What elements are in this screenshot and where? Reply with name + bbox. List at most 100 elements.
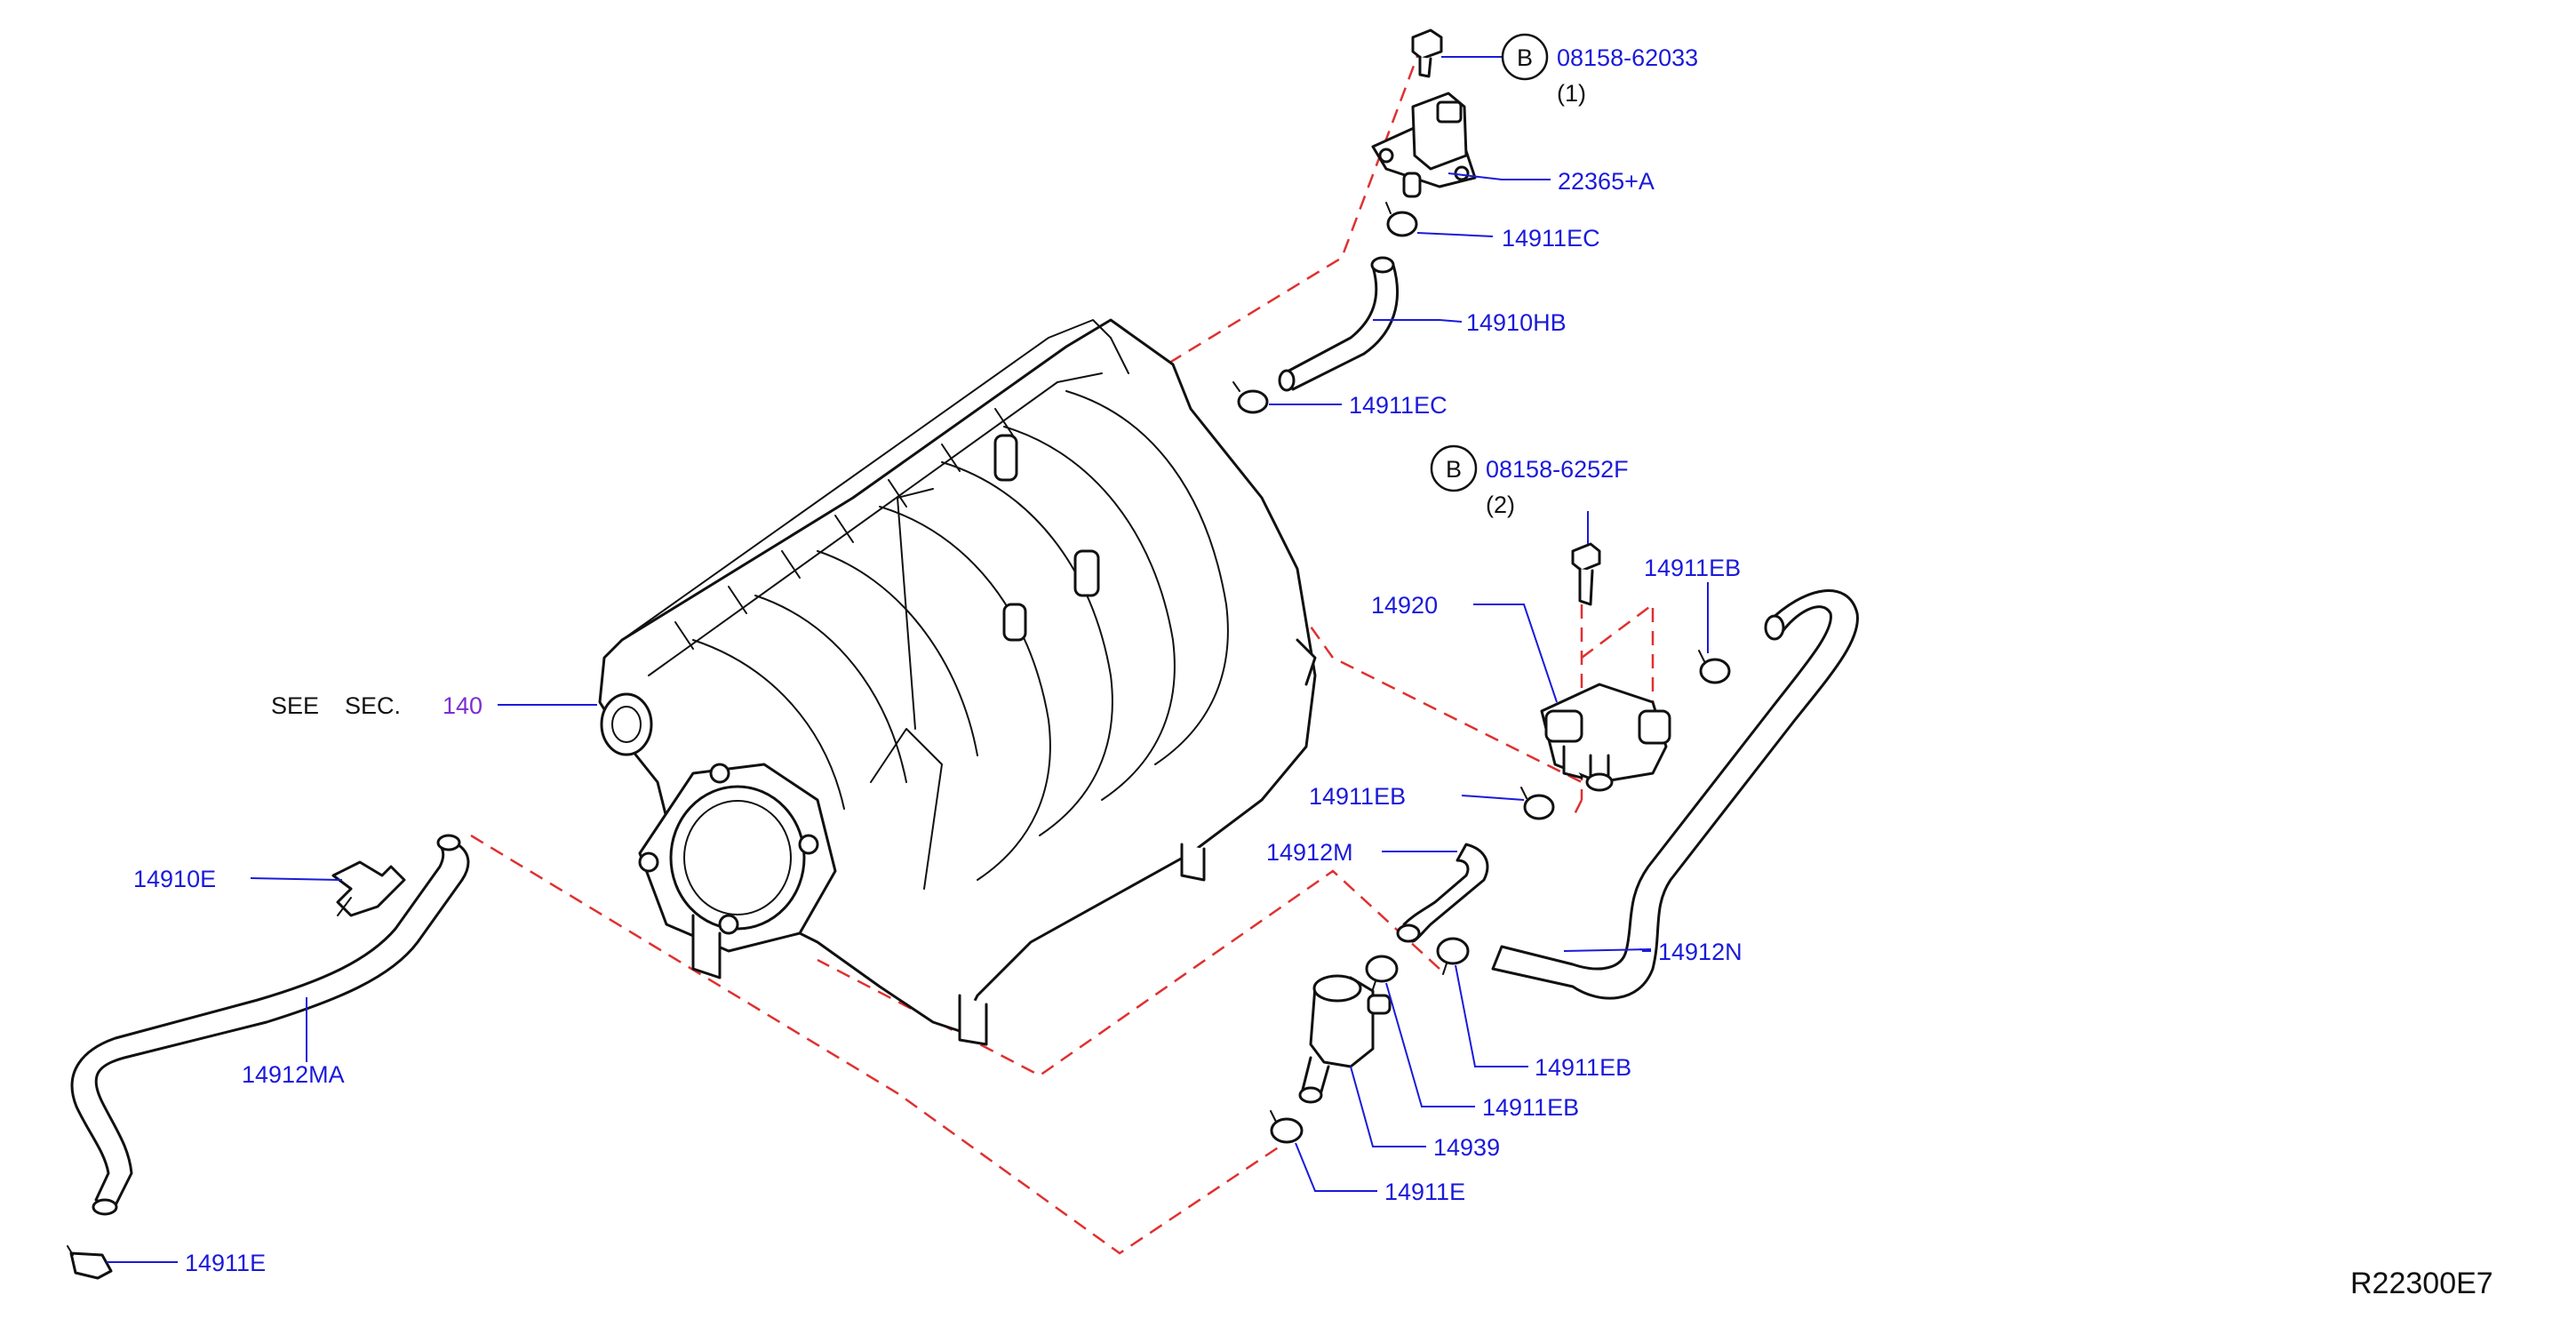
flange-bolt-hole [638, 851, 659, 873]
section-number-link[interactable]: 140 [443, 692, 483, 719]
leader-14920 [1473, 604, 1558, 703]
manifold-rail-inner [648, 372, 1103, 676]
manifold-strut [897, 488, 934, 730]
part-label: 14911EB [1535, 1054, 1631, 1081]
sec-text: SEC. [345, 692, 401, 719]
clamp-14911EB-middle-drawing [1520, 787, 1555, 820]
manifold-end-port-inner [611, 706, 642, 743]
clamp-14911EC-upper-drawing [1385, 202, 1418, 237]
manifold-top-rail [621, 319, 1129, 641]
hose-14910HB-drawing [1278, 256, 1400, 392]
rib [728, 586, 747, 614]
dash-14912MA-route [470, 834, 1280, 1255]
runner [941, 461, 1113, 836]
leader-14911E-middle [1295, 1142, 1377, 1192]
leader-14912N-b [1563, 948, 1652, 952]
hose-14912M-drawing [1396, 843, 1489, 943]
callout-qty: (1) [1557, 80, 1586, 107]
part-label: 14920 [1371, 592, 1438, 619]
part-label: 14939 [1433, 1134, 1500, 1161]
clamp-ring [1436, 937, 1470, 965]
clamp-ring [69, 1251, 113, 1280]
clamp-ring [1270, 1117, 1304, 1144]
runner [817, 550, 978, 756]
clamp-ring [1523, 794, 1555, 820]
clamp-tab [1385, 202, 1392, 214]
bracket-14910E-drawing [331, 860, 406, 917]
mounting-tab [958, 994, 988, 1046]
flange-bolt-hole [798, 834, 819, 855]
hose-14912N-body [1491, 589, 1859, 1000]
manifold-nipple [1073, 549, 1100, 597]
runner [1065, 390, 1229, 765]
bolt-callout-2: B 08158-6252F (2) [1430, 444, 1629, 518]
valve-mount-hole [1378, 148, 1394, 164]
part-label: 14910E [133, 866, 216, 892]
rib [888, 479, 907, 508]
part-label: 14911EC [1349, 392, 1448, 419]
leader-14911EC-upper [1416, 232, 1494, 237]
bolt-callout-1: B 08158-62033 (1) [1501, 33, 1698, 107]
clamp-ring [1365, 955, 1399, 983]
leader-14911EB-lower-b [1385, 982, 1475, 1107]
hose-end [92, 1198, 118, 1216]
clamp-ring [1699, 658, 1731, 684]
clamp-ring [1386, 211, 1418, 237]
clamp-tab [1232, 381, 1240, 392]
rib [994, 408, 1014, 436]
clamp-tab [1442, 963, 1448, 975]
part-label: 14912M [1266, 839, 1353, 866]
see-text: SEE [271, 692, 319, 719]
callout-circle [1430, 444, 1478, 492]
bolt-head [1411, 28, 1443, 60]
leader-14910HB [1373, 319, 1463, 323]
valve-14920-port [1638, 709, 1671, 745]
valve-14920-body [1540, 683, 1668, 784]
valve-14939-outlet-end [1298, 1086, 1323, 1104]
clamp-14911EB-lower-b-drawing [1365, 955, 1399, 993]
clamp-tab [67, 1245, 74, 1256]
clamp-tab [1270, 1110, 1277, 1123]
clamp-14911EB-upper-drawing [1698, 650, 1731, 684]
mounting-tab [691, 914, 722, 979]
mounting-tab [1296, 638, 1317, 686]
manifold-end-port [600, 692, 653, 756]
bolt-head [1571, 542, 1601, 572]
dash-top-bolt-to-manifold [1136, 44, 1424, 384]
rib [781, 550, 801, 579]
part-label: 14911EB [1644, 555, 1741, 581]
hose-14912MA-body [70, 843, 470, 1211]
manifold-nipple [993, 434, 1018, 482]
callout-symbol: B [1446, 456, 1462, 483]
callout-symbol: B [1517, 44, 1533, 71]
bolt-08158-62033-drawing [1411, 28, 1443, 78]
runner [879, 506, 1051, 881]
part-label: 14912MA [242, 1061, 345, 1088]
valve-14920-drawing [1540, 683, 1671, 792]
intake-manifold-drawing [598, 318, 1317, 1046]
leader-14911EB-middle [1461, 795, 1525, 801]
leader-14910E [250, 877, 343, 881]
rib [941, 444, 961, 472]
diagram-reference-code: R22300E7 [2350, 1267, 2493, 1300]
runner [692, 639, 845, 810]
clamp-14911E-middle-drawing [1270, 1110, 1304, 1144]
part-label: 14911E [185, 1250, 266, 1276]
hose-14910HB-body [1282, 263, 1400, 391]
see-section-reference[interactable]: SEE SEC. 140 [271, 692, 483, 719]
leader-22365A [1448, 172, 1551, 180]
manifold-runners [692, 390, 1229, 881]
part-labels: 22365+A 14911EC 14910HB 14911EC 14911EB … [133, 168, 1743, 1276]
part-label: 14911EB [1482, 1094, 1579, 1121]
part-label: 14912N [1658, 939, 1743, 965]
hose-end [436, 834, 461, 851]
hose-14912M-body [1402, 843, 1489, 943]
bracket-body [331, 860, 406, 917]
manifold-strut [870, 728, 943, 890]
dash-14920-right [1581, 602, 1655, 702]
valve-14920-outlet-end [1585, 772, 1614, 792]
flange-bolt-hole [709, 763, 730, 784]
flange-bolt-hole [718, 914, 739, 935]
leader-14939 [1350, 1066, 1426, 1147]
